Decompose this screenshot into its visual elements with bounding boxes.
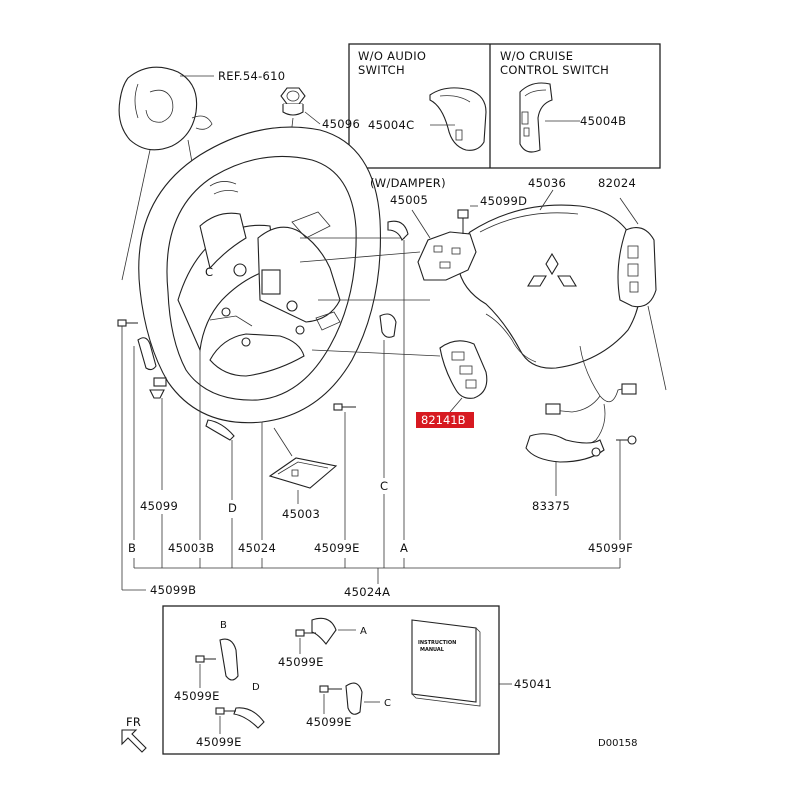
label-wo-cruise-l1: W/O CRUISE — [500, 49, 573, 63]
kit-bolt-2 — [295, 629, 316, 637]
diagram-code: D00158 — [598, 738, 638, 749]
airbag-module — [457, 204, 643, 369]
kit-cover-d — [233, 707, 265, 729]
label-45005: 45005 — [390, 193, 428, 207]
inset-frames — [348, 43, 661, 169]
audio-switch-cover — [429, 87, 487, 151]
label-a-main: A — [400, 541, 408, 555]
bolt-45099f — [616, 435, 637, 445]
label-c-wheel: C — [205, 265, 213, 279]
cover-d — [205, 419, 235, 441]
steering-wheel — [138, 126, 381, 424]
kit-label-45099e-4: 45099E — [306, 715, 352, 729]
label-wo-audio-l2: SWITCH — [358, 63, 405, 77]
label-83375: 83375 — [532, 499, 570, 513]
harness-83375 — [525, 345, 637, 463]
kit-label-45099e-3: 45099E — [196, 735, 242, 749]
kit-label-c: C — [384, 698, 391, 709]
label-45024: 45024 — [238, 541, 276, 555]
label-45099b: 45099B — [150, 583, 196, 597]
bolt-45099e-main — [333, 403, 356, 411]
kit-label-a: A — [360, 626, 367, 637]
kit-label-d: D — [252, 682, 260, 693]
label-45036: 45036 — [528, 176, 566, 190]
kit-cover-b — [219, 638, 239, 681]
cover-45003 — [268, 457, 338, 489]
label-fr: FR — [126, 715, 141, 729]
label-82141b: 82141B — [421, 413, 466, 427]
kit-label-b: B — [220, 620, 227, 631]
kit-label-45099e-2: 45099E — [278, 655, 324, 669]
bolt-45099b — [117, 319, 138, 327]
label-45004c: 45004C — [368, 118, 414, 132]
damper-45005 — [417, 231, 477, 281]
cover-c-wheel — [379, 313, 397, 338]
label-45041: 45041 — [514, 677, 552, 691]
label-45096: 45096 — [322, 117, 360, 131]
label-w-damper: (W/DAMPER) — [370, 176, 446, 190]
label-45024a: 45024A — [344, 585, 390, 599]
switch-82141b — [439, 340, 488, 399]
front-arrow-icon — [121, 729, 147, 753]
label-45099d: 45099D — [480, 194, 527, 208]
mitsubishi-logo — [527, 252, 577, 287]
label-45003: 45003 — [282, 507, 320, 521]
kit-bolt-4 — [319, 685, 342, 693]
label-b-main: B — [128, 541, 136, 555]
kit-bolt-3 — [215, 707, 236, 715]
kit-cover-a — [311, 617, 337, 645]
label-c-main: C — [380, 479, 388, 493]
kit-cover-c — [345, 682, 363, 715]
kit-label-45099e-1: 45099E — [174, 689, 220, 703]
label-45099e-main: 45099E — [314, 541, 360, 555]
label-ref: REF.54-610 — [218, 69, 285, 83]
cover-a-wheel — [387, 220, 409, 241]
switch-82024 — [617, 227, 657, 308]
label-wo-audio-l1: W/O AUDIO — [358, 49, 426, 63]
label-45099f: 45099F — [588, 541, 633, 555]
bolt-45099d — [457, 209, 469, 234]
manual-title-l2: MANUAL — [420, 647, 445, 653]
instruction-manual: INSTRUCTION MANUAL — [411, 619, 481, 707]
label-45004b: 45004B — [580, 114, 626, 128]
highlight-82141b: 82141B — [416, 412, 474, 428]
stud-45099 — [149, 377, 167, 399]
nut-45096 — [280, 87, 306, 116]
cover-b — [137, 337, 157, 371]
kit-bolt-1 — [195, 655, 216, 663]
label-45099-left: 45099 — [140, 499, 178, 513]
label-d-main: D — [228, 501, 237, 515]
label-82024: 82024 — [598, 176, 636, 190]
manual-title-l1: INSTRUCTION — [418, 640, 456, 646]
clock-spring — [118, 66, 213, 151]
kit-frame — [162, 605, 500, 755]
cruise-switch-cover — [519, 82, 553, 153]
label-wo-cruise-l2: CONTROL SWITCH — [500, 63, 609, 77]
label-45003b: 45003B — [168, 541, 214, 555]
